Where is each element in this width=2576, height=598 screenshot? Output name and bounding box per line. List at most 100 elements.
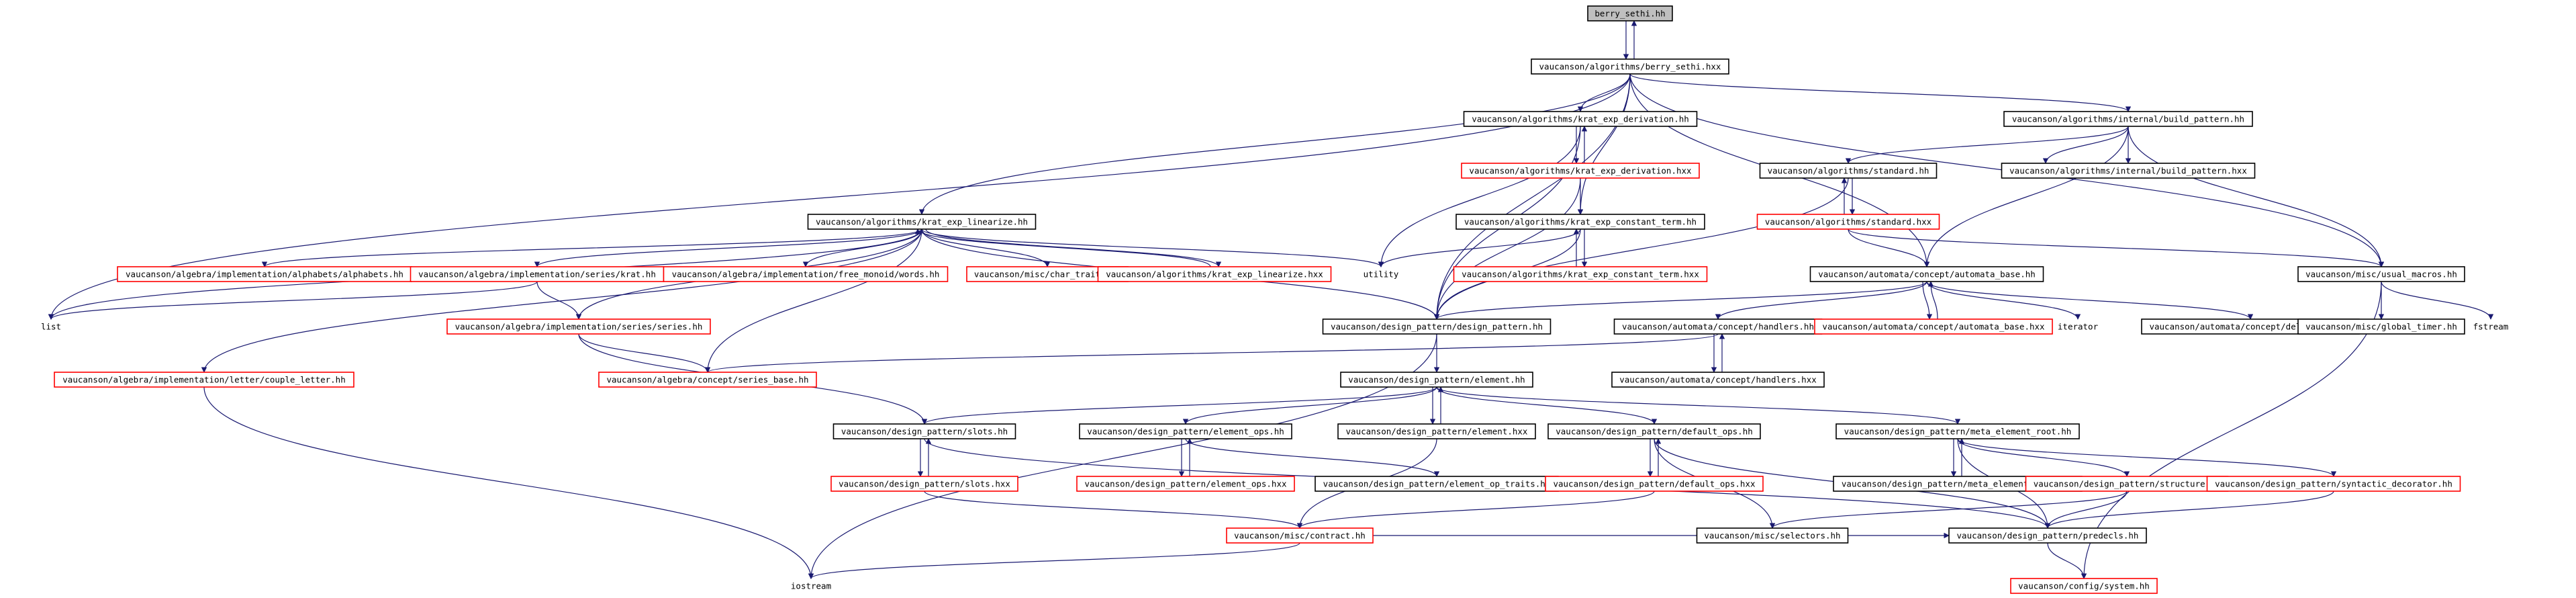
graph-node-n48: iostream xyxy=(791,581,831,591)
graph-node-n43[interactable]: vaucanson/design_pattern/structure.hh xyxy=(2025,476,2229,492)
dependency-edge xyxy=(1433,73,1631,320)
graph-node-n7[interactable]: vaucanson/algorithms/standard.hh xyxy=(1759,163,1938,179)
node-box xyxy=(1097,266,1332,282)
graph-node-n3[interactable]: vaucanson/algorithms/internal/build_patt… xyxy=(2003,111,2253,127)
node-box xyxy=(1463,111,1698,127)
graph-node-n1[interactable]: vaucanson/algorithms/berry_sethi.hxx xyxy=(1531,58,1729,75)
graph-node-n31[interactable]: vaucanson/design_pattern/element.hh xyxy=(1340,372,1533,388)
node-label: vaucanson/design_pattern/element_ops.hh xyxy=(1087,427,1284,437)
node-label: vaucanson/algorithms/berry_sethi.hxx xyxy=(1539,62,1721,72)
node-label: vaucanson/misc/selectors.hh xyxy=(1704,531,1840,541)
graph-node-n13[interactable]: vaucanson/algebra/implementation/free_mo… xyxy=(663,266,949,282)
graph-node-n23[interactable]: vaucanson/automata/concept/handlers.hh xyxy=(1613,318,1823,335)
node-label: berry_sethi.hh xyxy=(1594,9,1665,19)
dependency-edge xyxy=(1926,281,2081,320)
graph-node-n32[interactable]: vaucanson/automata/concept/handlers.hxx xyxy=(1611,372,1825,388)
dependency-edge xyxy=(2042,126,2129,164)
graph-node-n8[interactable]: vaucanson/algorithms/krat_exp_linearize.… xyxy=(807,214,1037,230)
node-box xyxy=(807,214,1037,230)
node-box xyxy=(832,423,1016,439)
graph-node-n22[interactable]: vaucanson/design_pattern/design_pattern.… xyxy=(1322,318,1552,335)
node-label: vaucanson/design_pattern/syntactic_decor… xyxy=(2215,479,2452,489)
dependency-edge xyxy=(914,228,1211,267)
node-box xyxy=(1587,5,1673,22)
dependency-edge xyxy=(1433,177,1581,320)
node-box xyxy=(1696,527,1849,544)
node-box xyxy=(1948,527,2147,544)
graph-node-n46[interactable]: vaucanson/misc/selectors.hh xyxy=(1696,527,1849,544)
node-box xyxy=(1611,372,1825,388)
graph-node-n40[interactable]: vaucanson/design_pattern/element_op_trai… xyxy=(1315,476,1559,492)
graph-node-n29[interactable]: vaucanson/algebra/implementation/letter/… xyxy=(54,372,354,388)
node-label: vaucanson/algebra/implementation/series/… xyxy=(418,269,656,280)
graph-node-n36[interactable]: vaucanson/design_pattern/default_ops.hh xyxy=(1547,423,1761,439)
graph-node-n34[interactable]: vaucanson/design_pattern/element_ops.hh xyxy=(1079,423,1292,439)
graph-node-n19[interactable]: vaucanson/misc/usual_macros.hh xyxy=(2297,266,2465,282)
graph-node-n9[interactable]: vaucanson/algorithms/krat_exp_constant_t… xyxy=(1456,214,1705,230)
graph-node-n0[interactable]: berry_sethi.hh xyxy=(1587,5,1673,22)
node-box xyxy=(1340,372,1533,388)
dependency-edge xyxy=(922,386,1437,425)
graph-node-n15[interactable]: vaucanson/algorithms/krat_exp_linearize.… xyxy=(1097,266,1332,282)
graph-node-n17[interactable]: vaucanson/algorithms/krat_exp_constant_t… xyxy=(1453,266,1708,282)
graph-node-n37[interactable]: vaucanson/design_pattern/meta_element_ro… xyxy=(1835,423,2080,439)
dependency-edge xyxy=(705,333,1719,373)
graph-node-n2[interactable]: vaucanson/algorithms/krat_exp_derivation… xyxy=(1463,111,1698,127)
node-box xyxy=(830,476,1018,492)
graph-node-n6[interactable]: vaucanson/algorithms/internal/build_patt… xyxy=(2001,163,2256,179)
node-label: vaucanson/design_pattern/meta_element_ro… xyxy=(1844,427,2072,437)
dependency-edge xyxy=(925,228,1222,267)
dependency-edge xyxy=(1436,386,1658,425)
graph-node-n45[interactable]: vaucanson/misc/contract.hh xyxy=(1226,527,1374,544)
graph-node-n4[interactable]: vaucanson/algorithms/krat_exp_derivation… xyxy=(1461,163,1700,179)
node-label: vaucanson/design_pattern/predecls.hh xyxy=(1957,531,2139,541)
node-label: vaucanson/algorithms/internal/build_patt… xyxy=(2009,166,2247,176)
dependency-edge xyxy=(1433,177,1849,320)
graph-node-n18[interactable]: vaucanson/automata/concept/automata_base… xyxy=(1809,266,2044,282)
dependency-edge xyxy=(1577,73,1631,112)
graph-node-n14[interactable]: vaucanson/misc/char_traits.hh xyxy=(966,266,1129,282)
node-label: vaucanson/design_pattern/element.hxx xyxy=(1346,427,1528,437)
graph-node-n21[interactable]: vaucanson/algebra/implementation/series/… xyxy=(446,318,711,335)
node-label: vaucanson/algebra/implementation/letter/… xyxy=(62,375,345,385)
dependency-edge xyxy=(1182,386,1437,425)
dependency-edge xyxy=(2081,281,2382,579)
dependency-edge xyxy=(578,333,711,373)
node-box xyxy=(1322,318,1552,335)
dependency-edge xyxy=(48,281,538,320)
graph-node-n10[interactable]: vaucanson/algorithms/standard.hxx xyxy=(1756,214,1940,230)
graph-node-n49[interactable]: vaucanson/config/system.hh xyxy=(2010,578,2158,594)
graph-node-n24[interactable]: vaucanson/automata/concept/automata_base… xyxy=(1814,318,2053,335)
node-label: vaucanson/design_pattern/design_pattern.… xyxy=(1331,322,1543,332)
node-label: vaucanson/algorithms/krat_exp_constant_t… xyxy=(1464,217,1697,227)
dependency-edge xyxy=(1577,73,1631,215)
graph-node-n41[interactable]: vaucanson/design_pattern/default_ops.hxx xyxy=(1545,476,1764,492)
graph-node-n44[interactable]: vaucanson/design_pattern/syntactic_decor… xyxy=(2206,476,2461,492)
graph-node-n38[interactable]: vaucanson/design_pattern/slots.hxx xyxy=(830,476,1018,492)
dependency-edge xyxy=(1436,386,1960,425)
node-box xyxy=(1076,476,1295,492)
dependency-edge xyxy=(1922,281,1933,320)
graph-node-n35[interactable]: vaucanson/design_pattern/element.hxx xyxy=(1337,423,1536,439)
node-label: fstream xyxy=(2473,322,2509,332)
graph-node-n30[interactable]: vaucanson/algebra/concept/series_base.hh xyxy=(598,372,817,388)
dependency-edge xyxy=(921,228,1051,267)
node-label: vaucanson/algebra/implementation/free_mo… xyxy=(672,269,940,280)
node-label: vaucanson/algebra/concept/series_base.hh xyxy=(606,375,808,385)
node-box xyxy=(598,372,817,388)
graph-node-n47[interactable]: vaucanson/design_pattern/predecls.hh xyxy=(1948,527,2147,544)
graph-node-n39[interactable]: vaucanson/design_pattern/element_ops.hxx xyxy=(1076,476,1295,492)
graph-node-n33[interactable]: vaucanson/design_pattern/slots.hh xyxy=(832,423,1016,439)
graph-node-n12[interactable]: vaucanson/algebra/implementation/series/… xyxy=(410,266,665,282)
node-label: vaucanson/algebra/implementation/alphabe… xyxy=(126,269,403,280)
dependency-edge xyxy=(1629,73,2131,112)
node-label: vaucanson/algorithms/krat_exp_derivation… xyxy=(1469,166,1692,176)
node-label: vaucanson/automata/concept/handlers.hxx xyxy=(1619,375,1817,385)
dependency-edge xyxy=(2047,542,2087,579)
node-box xyxy=(1814,318,2053,335)
graph-node-n27[interactable]: vaucanson/misc/global_timer.hh xyxy=(2297,318,2465,335)
graph-node-n42[interactable]: vaucanson/design_pattern/meta_element_ro… xyxy=(1833,476,2083,492)
node-box xyxy=(54,372,354,388)
graph-node-n11[interactable]: vaucanson/algebra/implementation/alphabe… xyxy=(117,266,412,282)
node-label: vaucanson/algebra/implementation/series/… xyxy=(455,322,703,332)
